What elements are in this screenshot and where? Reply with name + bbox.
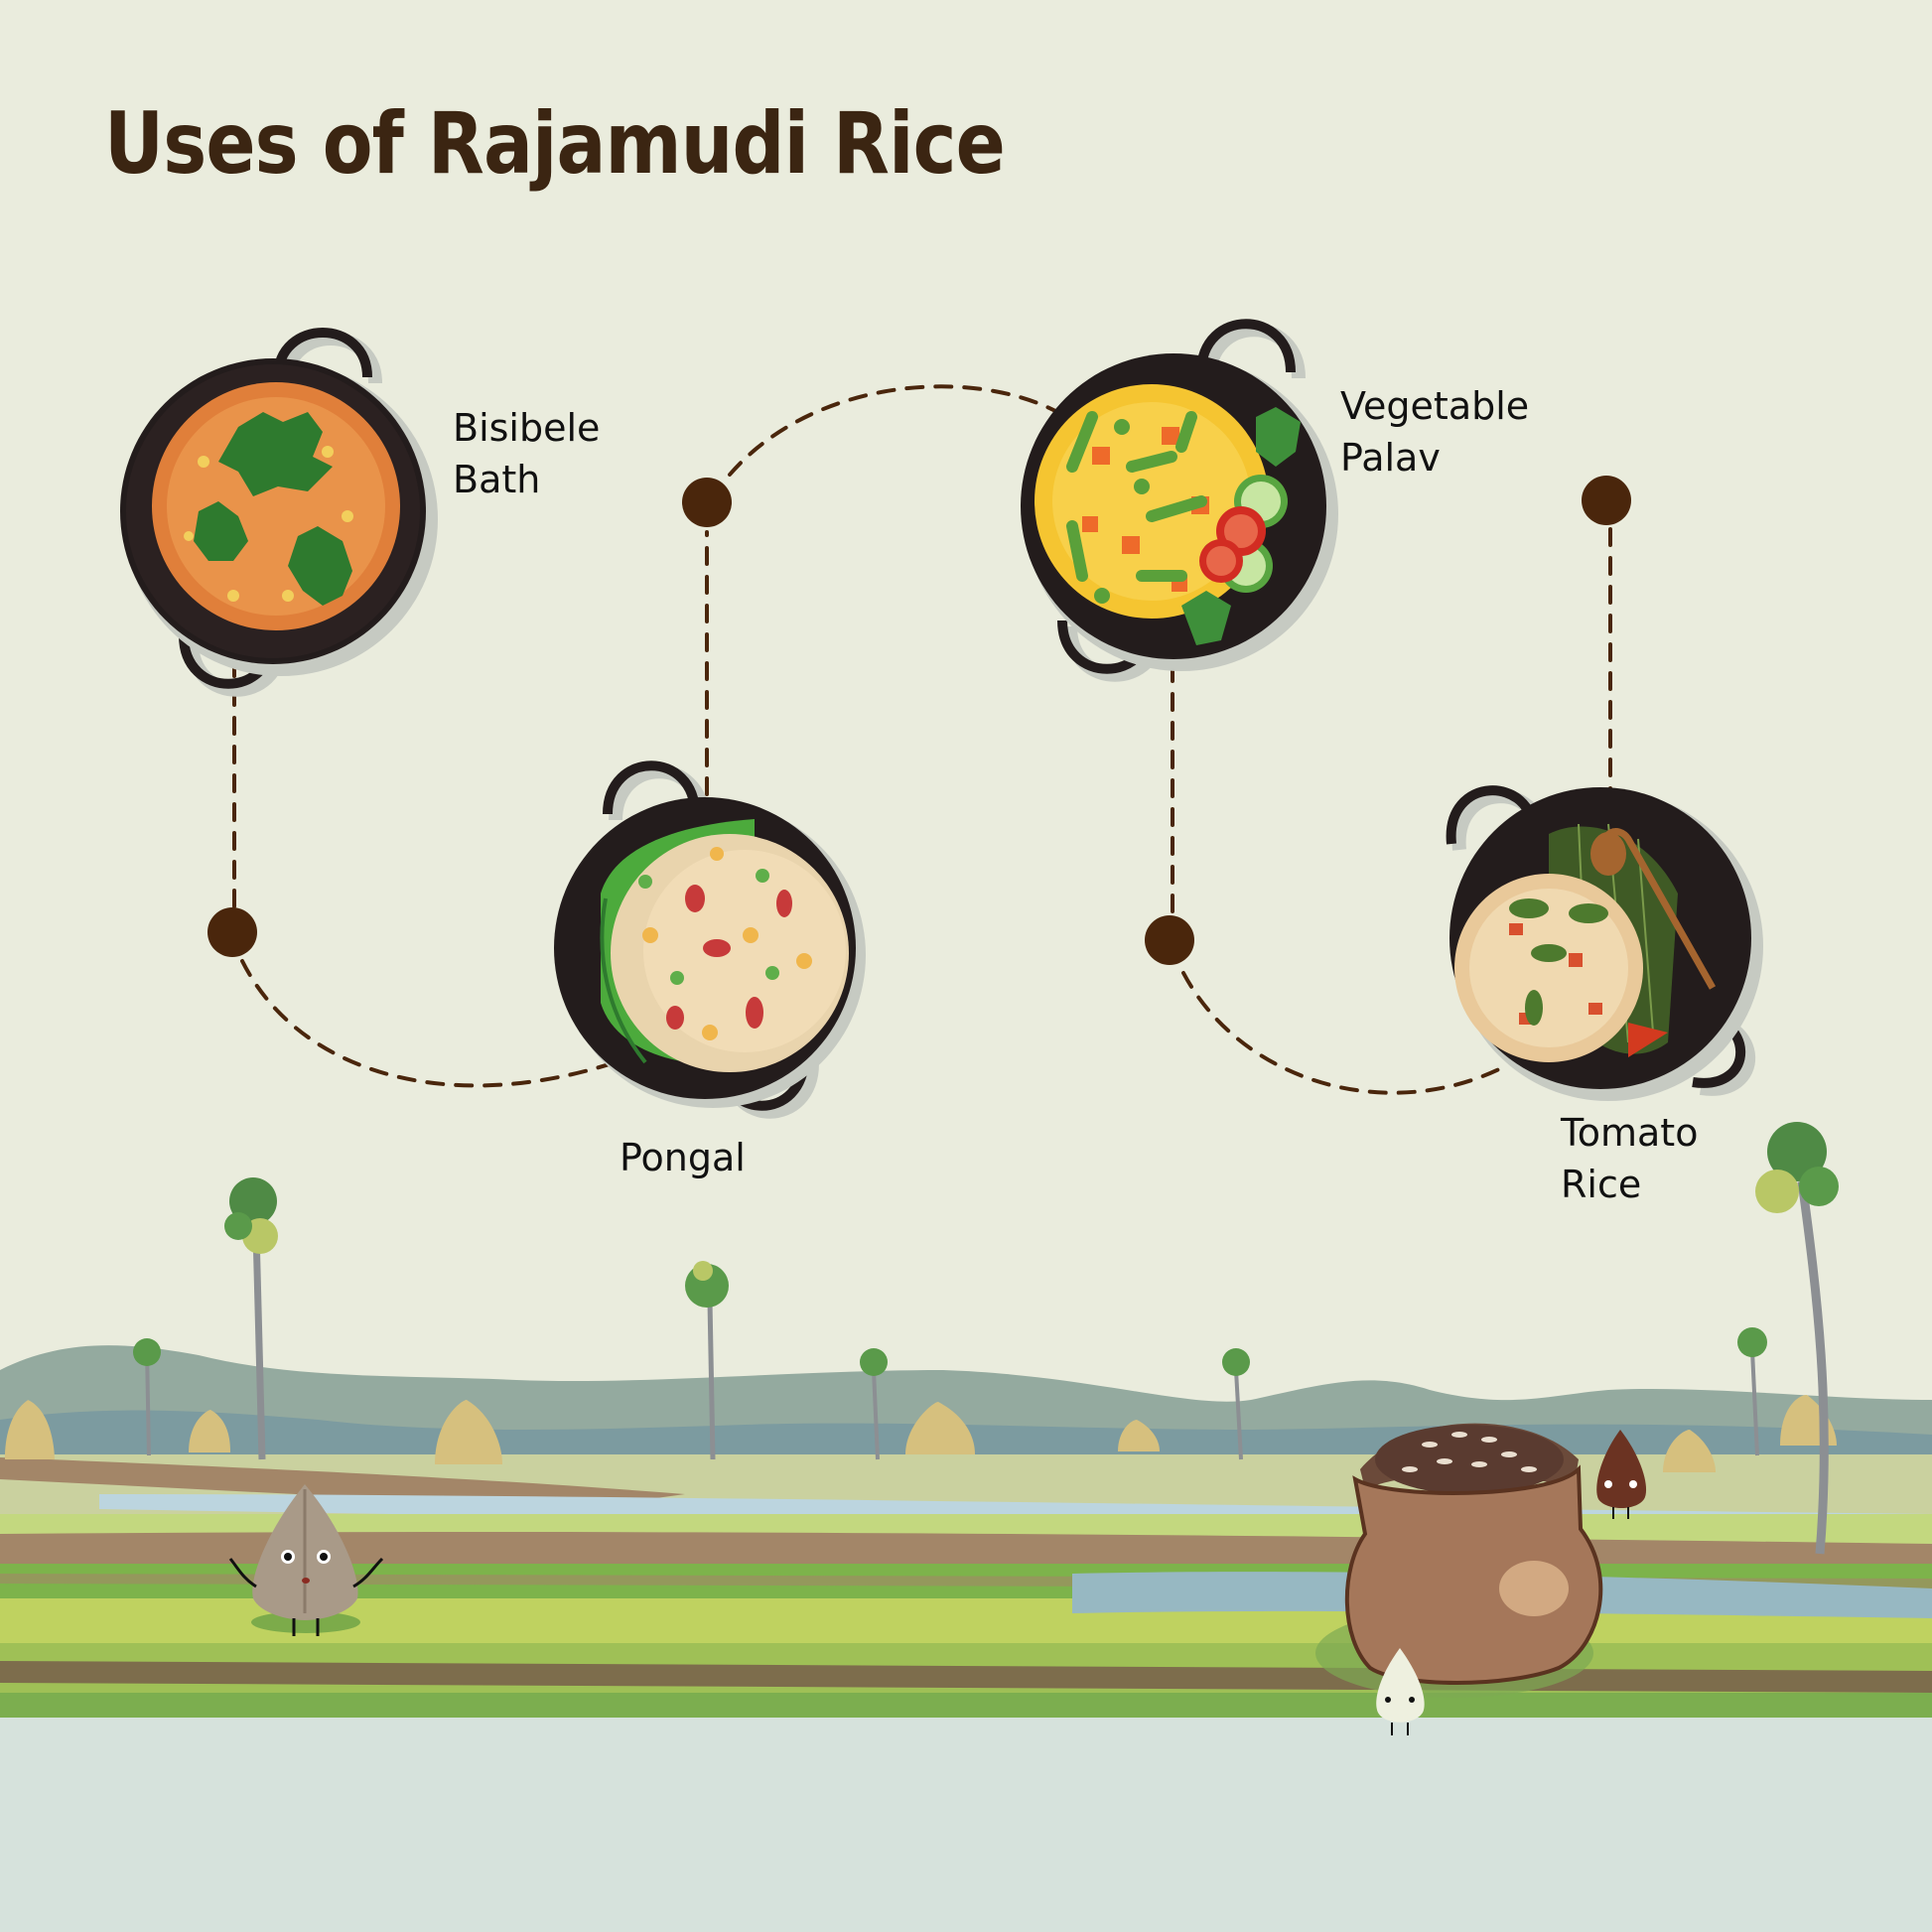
tomato-rice-pan-icon bbox=[1446, 785, 1763, 1101]
rice-grain-character-white bbox=[1376, 1648, 1425, 1735]
rice-grain-character-brown bbox=[1596, 1430, 1647, 1519]
rice-grain-character-worried bbox=[228, 1484, 384, 1636]
timeline-dot-1 bbox=[207, 907, 257, 957]
dish-label-vegetable-palav: Vegetable Palav bbox=[1340, 384, 1530, 480]
timeline-dot-4 bbox=[1582, 476, 1631, 525]
bisibele-bath-pan-icon bbox=[120, 328, 438, 697]
pongal-pan-icon bbox=[554, 760, 866, 1119]
dish-label-bisibele-bath: Bisibele Bath bbox=[453, 406, 601, 501]
palm-trees bbox=[133, 1122, 1839, 1555]
page-title: Uses of Rajamudi Rice bbox=[104, 94, 1006, 194]
haystacks bbox=[5, 1395, 1837, 1472]
timeline-dot-2 bbox=[682, 478, 732, 527]
timeline-dot-3 bbox=[1145, 915, 1194, 965]
ground-bottom-band bbox=[0, 1718, 1932, 1932]
dish-label-pongal: Pongal bbox=[620, 1136, 746, 1179]
dish-label-tomato-rice: Tomato Rice bbox=[1561, 1111, 1699, 1206]
vegetable-palav-pan-icon bbox=[1021, 319, 1338, 682]
